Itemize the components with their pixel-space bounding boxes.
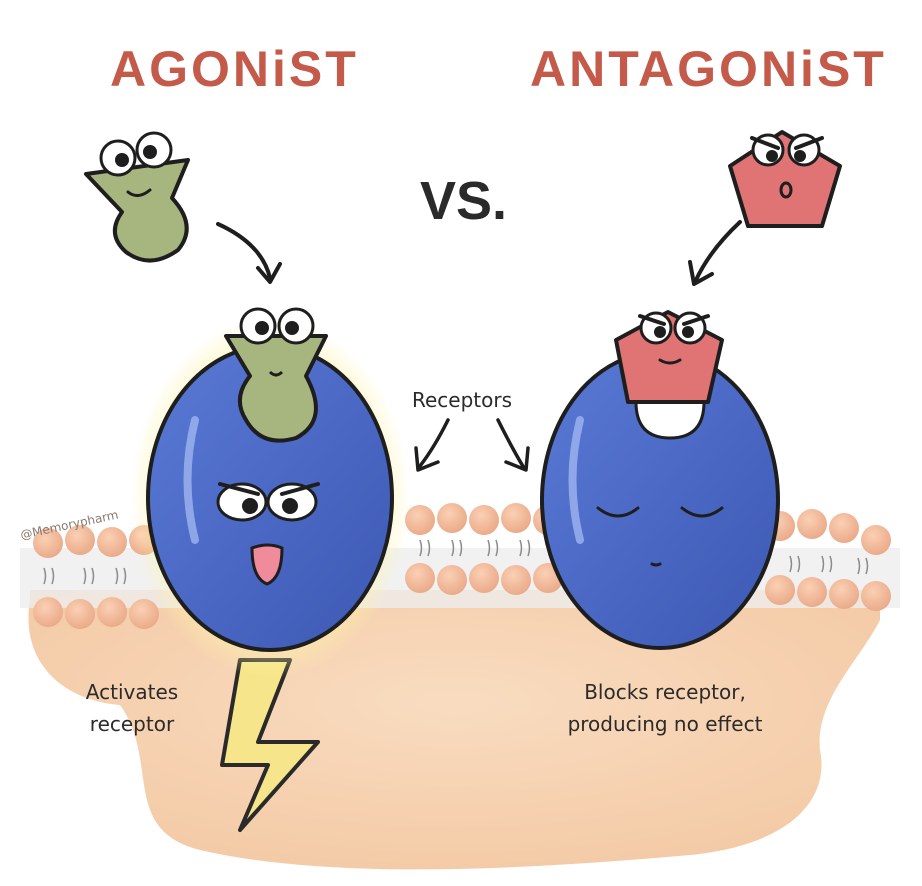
membrane-heads-bottom	[33, 563, 891, 629]
antagonist-title: ANTAGONiST	[530, 41, 887, 97]
membrane-tails	[43, 539, 869, 585]
antagonist-arrow	[694, 220, 742, 282]
receptor-arrow-right	[496, 418, 526, 470]
antagonist-molecule-bound	[614, 310, 724, 404]
agonist-molecule-bound	[224, 307, 328, 443]
antagonist-effect-label: Blocks receptor, producing no effect	[540, 676, 790, 740]
antagonist-receptor	[540, 350, 780, 650]
versus-label: VS.	[420, 171, 508, 231]
agonist-effect-line2: receptor	[89, 712, 175, 736]
agonist-title: AGONiST	[110, 41, 359, 97]
agonist-effect-line1: Activates	[85, 680, 179, 704]
agonist-effect-label: Activates receptor	[72, 676, 192, 740]
receptor-arrow-left	[418, 418, 450, 468]
agonist-arrow	[216, 222, 272, 280]
antagonist-effect-line1: Blocks receptor,	[584, 680, 746, 704]
receptors-label: Receptors	[412, 388, 513, 412]
antagonist-molecule-free	[728, 130, 842, 228]
agonist-molecule-free	[84, 131, 190, 263]
antagonist-effect-line2: producing no effect	[567, 712, 763, 736]
